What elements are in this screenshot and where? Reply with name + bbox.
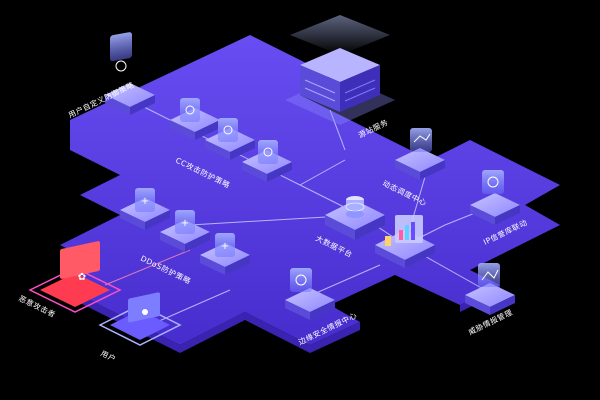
server-node: [285, 15, 395, 125]
threat-mgmt-node: [465, 263, 515, 315]
dashboard-node: [375, 215, 435, 268]
attacker-label: 恶意攻击者: [17, 293, 57, 320]
attacker-laptop: ✿: [28, 241, 122, 313]
cc-node-3: [242, 140, 292, 182]
bigdata-node: [325, 196, 385, 240]
svg-text:+: +: [181, 218, 189, 229]
custom-protection-node: [105, 32, 155, 115]
dynamic-schedule-node: [395, 128, 445, 180]
ip-reputation-node: [470, 170, 520, 225]
cc-node-2: [205, 118, 255, 160]
ddos-node-3: +: [200, 233, 250, 275]
user-label: 用户: [99, 348, 118, 364]
edge-intel-node: [285, 268, 335, 320]
svg-text:+: +: [221, 241, 229, 252]
ddos-node-1: +: [120, 188, 170, 230]
user-laptop: [98, 292, 182, 346]
node-blocks: + + +: [105, 32, 520, 320]
svg-text:✿: ✿: [78, 272, 86, 283]
cc-node-1: [170, 98, 220, 140]
svg-text:+: +: [141, 196, 149, 207]
ddos-node-2: +: [160, 210, 210, 252]
